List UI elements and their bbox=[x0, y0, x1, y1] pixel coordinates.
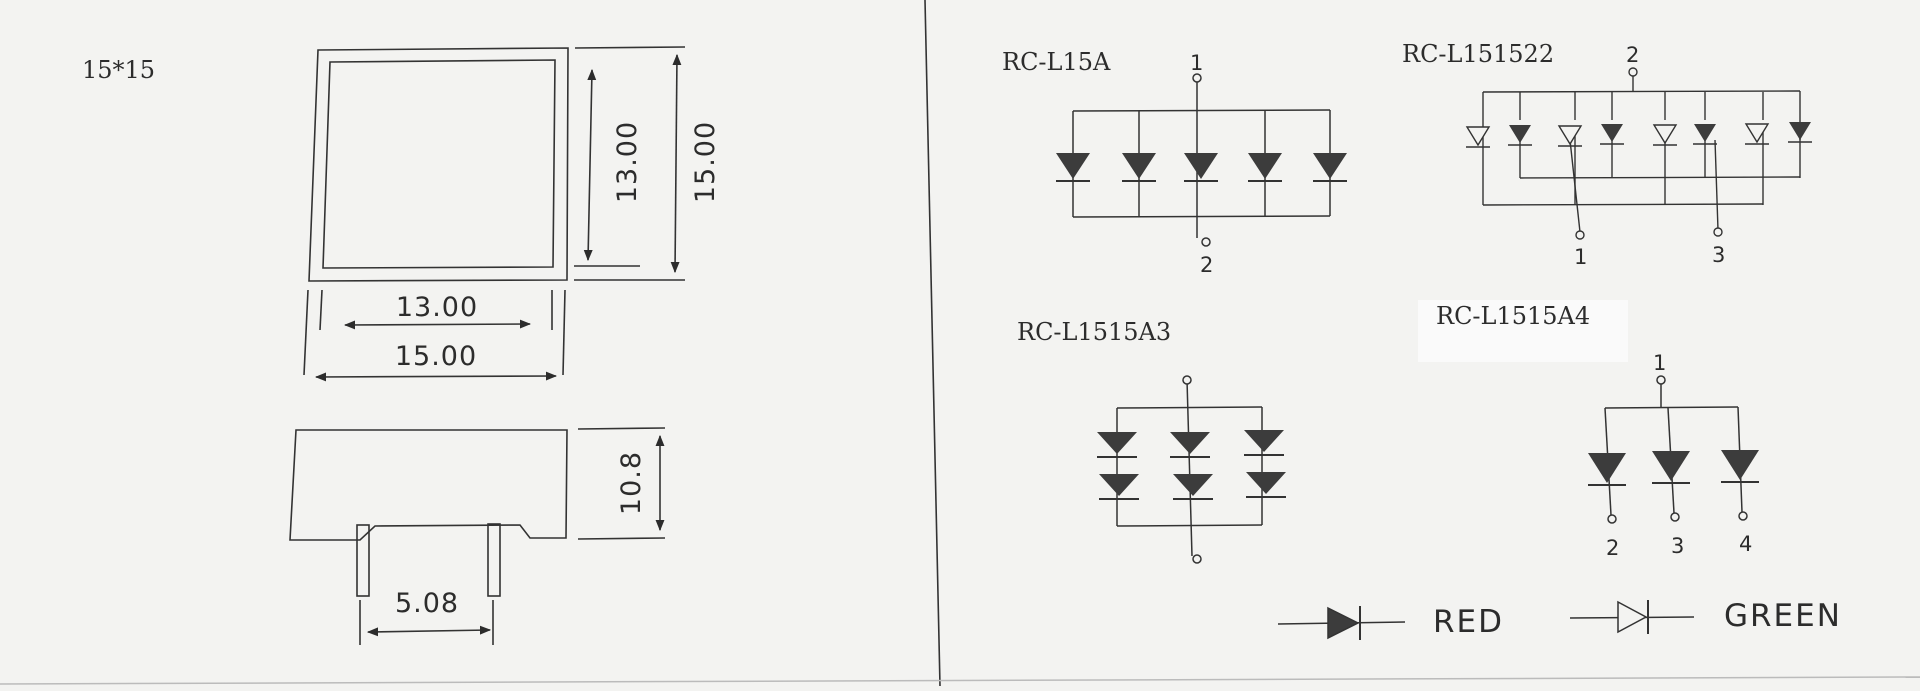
dim-pin-pitch: 5.08 bbox=[395, 588, 459, 619]
led-red-icon bbox=[1588, 453, 1626, 486]
led-red-icon bbox=[1097, 432, 1137, 458]
led-red-icon bbox=[1244, 430, 1284, 456]
led-red-icon bbox=[1600, 124, 1624, 145]
led-red-icon bbox=[1173, 474, 1213, 500]
led-red-icon bbox=[1170, 432, 1210, 458]
pin-number: 1 bbox=[1574, 245, 1587, 269]
page-divider bbox=[924, 0, 941, 687]
led-green-icon bbox=[1465, 126, 1491, 148]
dim-inner-width: 13.00 bbox=[396, 292, 478, 323]
inner-square bbox=[322, 59, 556, 269]
led-red-icon bbox=[1652, 451, 1690, 484]
dim-outer-height-line bbox=[670, 53, 682, 274]
led-green-icon bbox=[1557, 125, 1583, 147]
circuit-rc-l15a: RC-L15A 1 2 bbox=[1002, 48, 1347, 277]
pin-number: 2 bbox=[1606, 536, 1619, 560]
led-red-icon bbox=[1693, 124, 1717, 145]
pin-left bbox=[356, 524, 370, 597]
legend-green-label: GREEN bbox=[1724, 598, 1842, 634]
size-label: 15*15 bbox=[82, 56, 155, 84]
led-red-icon bbox=[1099, 474, 1139, 500]
dim-outer-width: 15.00 bbox=[395, 341, 477, 372]
circuit-rc-l1515a4: RC-L1515A4 1 2 3 4 bbox=[1418, 300, 1759, 560]
pin-number: 1 bbox=[1190, 51, 1203, 75]
led-red-icon bbox=[1508, 125, 1532, 146]
circuit-rc-l151522: RC-L151522 bbox=[1402, 40, 1812, 269]
led-red-icon bbox=[1248, 153, 1282, 182]
model-label: RC-L15A bbox=[1002, 48, 1111, 76]
pin-number: 3 bbox=[1671, 534, 1684, 558]
pin-number: 3 bbox=[1712, 243, 1725, 267]
led-green-icon bbox=[1652, 124, 1678, 146]
dim-outer-height: 15.00 bbox=[690, 121, 721, 203]
model-label: RC-L1515A3 bbox=[1017, 318, 1171, 346]
model-label: RC-L1515A4 bbox=[1436, 302, 1590, 330]
led-red-icon bbox=[1277, 606, 1406, 640]
pin-number: 2 bbox=[1626, 43, 1639, 67]
led-red-icon bbox=[1184, 153, 1218, 182]
legend: RED GREEN bbox=[1277, 598, 1842, 640]
legend-red-label: RED bbox=[1433, 604, 1504, 640]
side-view bbox=[289, 427, 666, 645]
top-view bbox=[303, 46, 686, 382]
led-red-icon bbox=[1056, 153, 1090, 182]
pin-right bbox=[487, 523, 501, 597]
outer-square bbox=[308, 47, 569, 282]
side-body bbox=[289, 429, 568, 541]
led-red-icon bbox=[1246, 472, 1286, 498]
dim-inner-height: 13.00 bbox=[612, 121, 643, 203]
model-label: RC-L151522 bbox=[1402, 40, 1554, 68]
label-patch bbox=[1418, 300, 1628, 362]
circuit-rc-l1515a3: RC-L1515A3 bbox=[1017, 318, 1286, 564]
led-red-icon bbox=[1788, 122, 1812, 143]
dim-outer-width-line bbox=[314, 371, 558, 382]
led-green-icon bbox=[1744, 123, 1770, 145]
dim-pin-pitch-line bbox=[366, 625, 492, 637]
pin-number: 4 bbox=[1739, 532, 1752, 556]
led-red-icon bbox=[1313, 153, 1347, 182]
dim-inner-height-line bbox=[583, 68, 597, 262]
dim-inner-width-line bbox=[343, 319, 532, 330]
dim-body-height: 10.8 bbox=[616, 451, 647, 515]
pin-number: 2 bbox=[1200, 253, 1213, 277]
led-red-icon bbox=[1721, 450, 1759, 483]
led-green-icon bbox=[1569, 600, 1695, 634]
bottom-edge bbox=[0, 676, 1920, 685]
led-red-icon bbox=[1122, 153, 1156, 182]
pin-number: 1 bbox=[1653, 351, 1666, 375]
